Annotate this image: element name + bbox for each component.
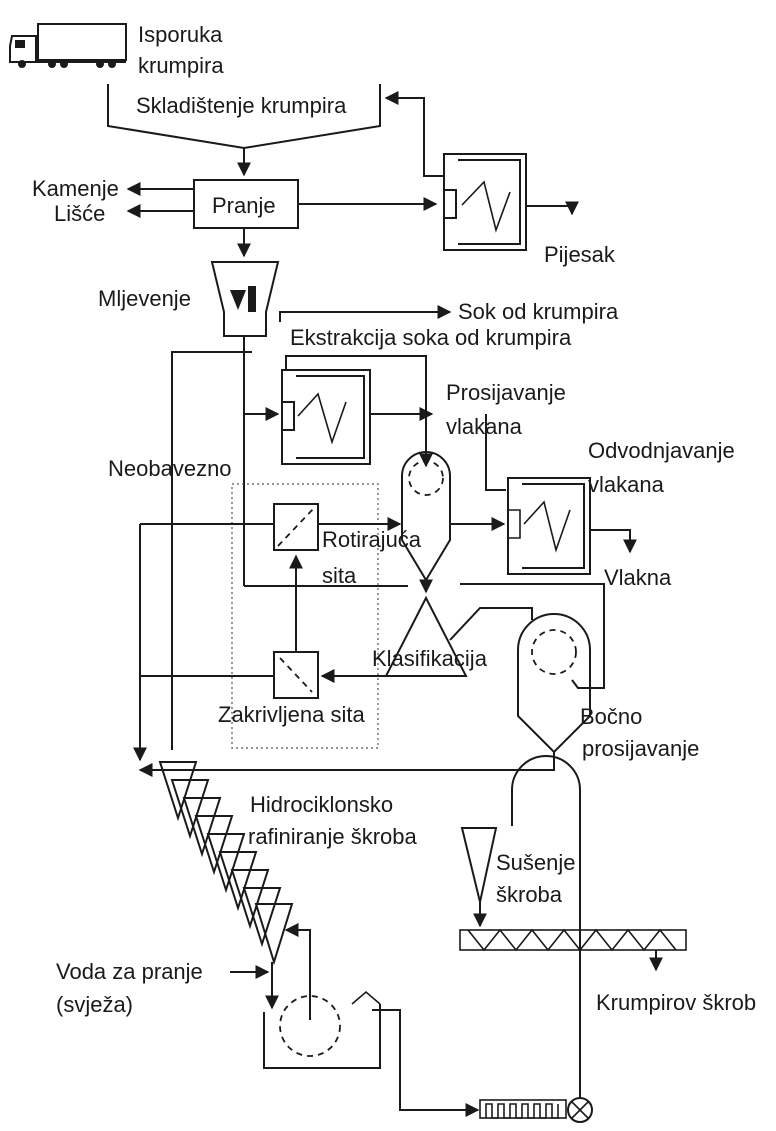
classification-label: Klasifikacija <box>372 646 488 671</box>
fiber-dewatering-sieve-icon <box>507 477 591 575</box>
curved-sieves-label: Zakrivljena sita <box>218 702 365 727</box>
starch-drying-label-line2: škroba <box>496 882 563 907</box>
potato-starch-label: Krumpirov škrob <box>596 990 756 1015</box>
mill-icon <box>210 261 280 337</box>
delivery-label-line1: Isporuka <box>138 22 223 47</box>
rotating-sieves-label-line2: sita <box>322 563 357 588</box>
fiber-dewatering-label-line1: Odvodnjavanje <box>588 438 735 463</box>
hydrocyclone-label-line2: rafiniranje škroba <box>248 824 418 849</box>
rotary-valve-icon <box>567 1097 593 1123</box>
fibers-label: Vlakna <box>604 565 672 590</box>
wash-tank-icon <box>263 990 381 1069</box>
fiber-sieving-label-line2: vlakana <box>446 414 523 439</box>
fiber-sieve-icon <box>401 451 451 582</box>
side-sieving-label-line1: Bočno <box>580 704 642 729</box>
hydrocyclone-icon <box>158 761 294 966</box>
centrifugal-sieve-icon <box>281 369 371 465</box>
leaves-label: Lišće <box>54 201 105 226</box>
pump-icon <box>479 1099 567 1119</box>
side-sieve-icon <box>517 613 591 754</box>
truck-icon <box>9 23 127 68</box>
juice-label: Sok od krumpira <box>458 299 619 324</box>
wash-water-label-line1: Voda za pranje <box>56 959 203 984</box>
screw-conveyor-icon <box>459 928 687 952</box>
juice-extraction-label: Ekstrakcija soka od krumpira <box>290 325 572 350</box>
washing-box <box>193 179 299 229</box>
rotating-sieves-label-line1: Rotirajuća <box>322 527 422 552</box>
hydrocyclone-label-line1: Hidrociklonsko <box>250 792 393 817</box>
curved-sieve-icon <box>273 651 319 699</box>
dryer-icon <box>460 827 498 903</box>
classifier-icon <box>384 595 468 677</box>
sand-separator-icon <box>443 153 527 251</box>
rotating-sieve-icon <box>273 503 319 551</box>
optional-label: Neobavezno <box>108 456 232 481</box>
starch-drying-label-line1: Sušenje <box>496 850 576 875</box>
stones-label: Kamenje <box>32 176 119 201</box>
fiber-sieving-label-line1: Prosijavanje <box>446 380 566 405</box>
milling-label: Mljevenje <box>98 286 191 311</box>
storage-label: Skladištenje krumpira <box>136 93 347 118</box>
wash-water-label-line2: (svježa) <box>56 992 133 1017</box>
fiber-dewatering-label-line2: vlakana <box>588 472 665 497</box>
washing-label: Pranje <box>212 193 276 218</box>
sand-label: Pijesak <box>544 242 616 267</box>
side-sieving-label-line2: prosijavanje <box>582 736 699 761</box>
delivery-label-line2: krumpira <box>138 53 224 78</box>
